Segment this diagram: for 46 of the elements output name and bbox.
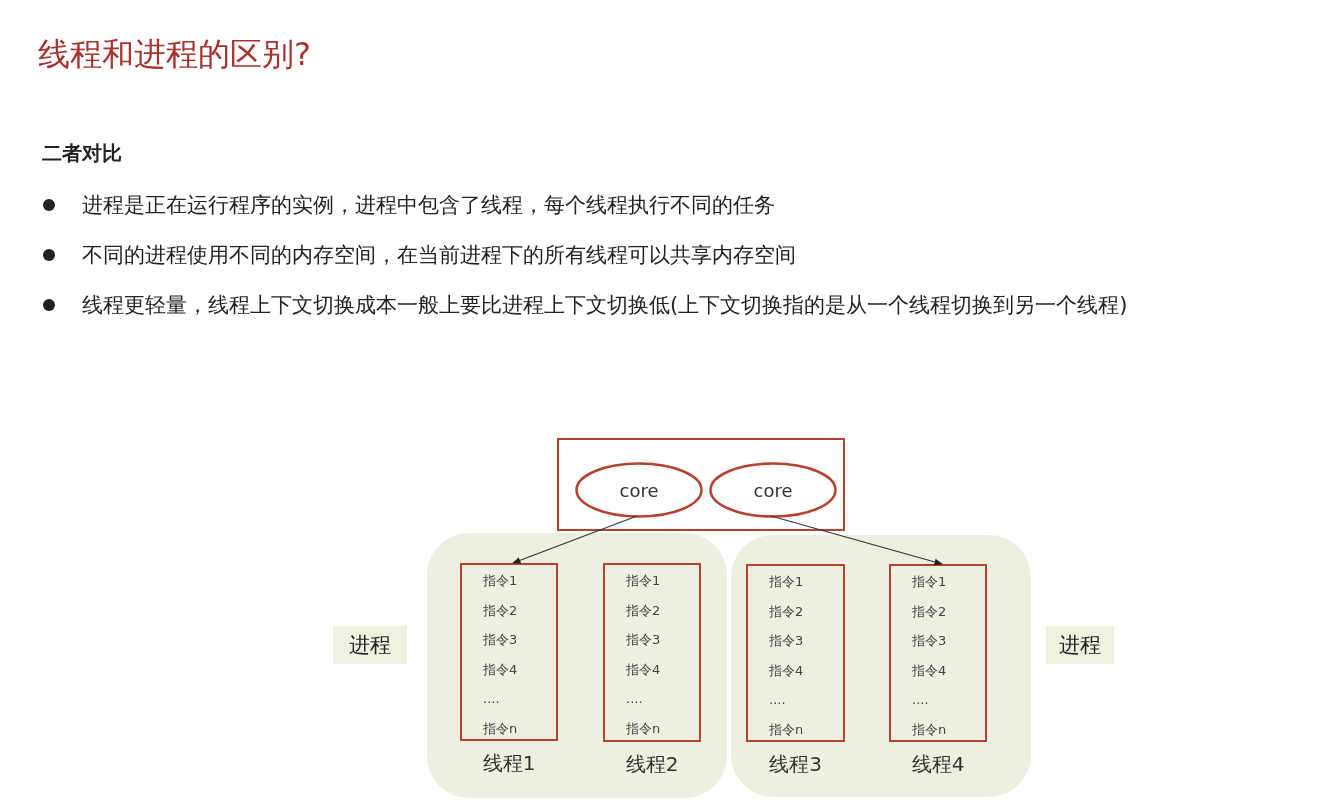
arrow — [512, 515, 638, 564]
instruction-text: 指令1 — [483, 573, 518, 589]
instruction-text: 指令4 — [769, 662, 804, 679]
thread-box — [889, 564, 987, 742]
cpu-box — [557, 438, 845, 531]
instruction-text: 指令n — [912, 721, 947, 738]
instruction-text: 指令3 — [912, 633, 947, 649]
instruction-text: 指令3 — [626, 632, 661, 648]
instruction-text: 指令n — [483, 720, 518, 737]
thread-box — [746, 564, 845, 742]
instruction-text: 指令1 — [626, 573, 661, 589]
instruction-text: 指令1 — [912, 574, 947, 590]
section-heading: 二者对比 — [42, 140, 122, 166]
thread-label: 线程3 — [768, 752, 823, 776]
instruction-text: 指令2 — [483, 602, 518, 619]
instruction-text: 指令3 — [483, 632, 518, 648]
instruction-text: 指令2 — [769, 603, 804, 620]
instruction-text: 指令4 — [483, 661, 518, 678]
thread-label: 线程1 — [481, 751, 537, 775]
instruction-text: 指令1 — [769, 574, 804, 590]
instruction-text: 指令n — [769, 721, 804, 738]
instruction-text: 指令3 — [769, 633, 804, 649]
instruction-text: 指令n — [626, 720, 661, 737]
bullet-text: 线程更轻量，线程上下文切换成本一般上要比进程上下文切换低(上下文切换指的是从一个线程切换到另一个线程) — [82, 292, 1128, 318]
instruction-text: .... — [483, 691, 500, 707]
process-panel — [427, 533, 727, 798]
instruction-text: 指令4 — [626, 661, 661, 678]
title: 线程和进程的区别? — [38, 34, 311, 74]
bullet-text: 进程是正在运行程序的实例，进程中包含了线程，每个线程执行不同的任务 — [82, 192, 775, 218]
bullet-text: 不同的进程使用不同的内存空间，在当前进程下的所有线程可以共享内存空间 — [82, 242, 796, 268]
instruction-text: 指令2 — [912, 603, 947, 620]
instruction-text: .... — [769, 692, 786, 708]
arrow — [770, 515, 943, 566]
instruction-text: .... — [912, 692, 929, 708]
thread-label: 线程2 — [624, 752, 680, 776]
process-tag: 进程 — [333, 626, 407, 664]
process-tag: 进程 — [1046, 626, 1114, 664]
process-panel — [731, 535, 1031, 797]
thread-label: 线程4 — [910, 752, 966, 776]
core-label: core — [753, 479, 793, 501]
instruction-text: 指令4 — [912, 662, 947, 679]
instruction-text: .... — [626, 691, 643, 707]
core-label: core — [619, 479, 659, 501]
thread-box — [603, 563, 701, 742]
instruction-text: 指令2 — [626, 602, 661, 619]
thread-box — [460, 563, 558, 741]
